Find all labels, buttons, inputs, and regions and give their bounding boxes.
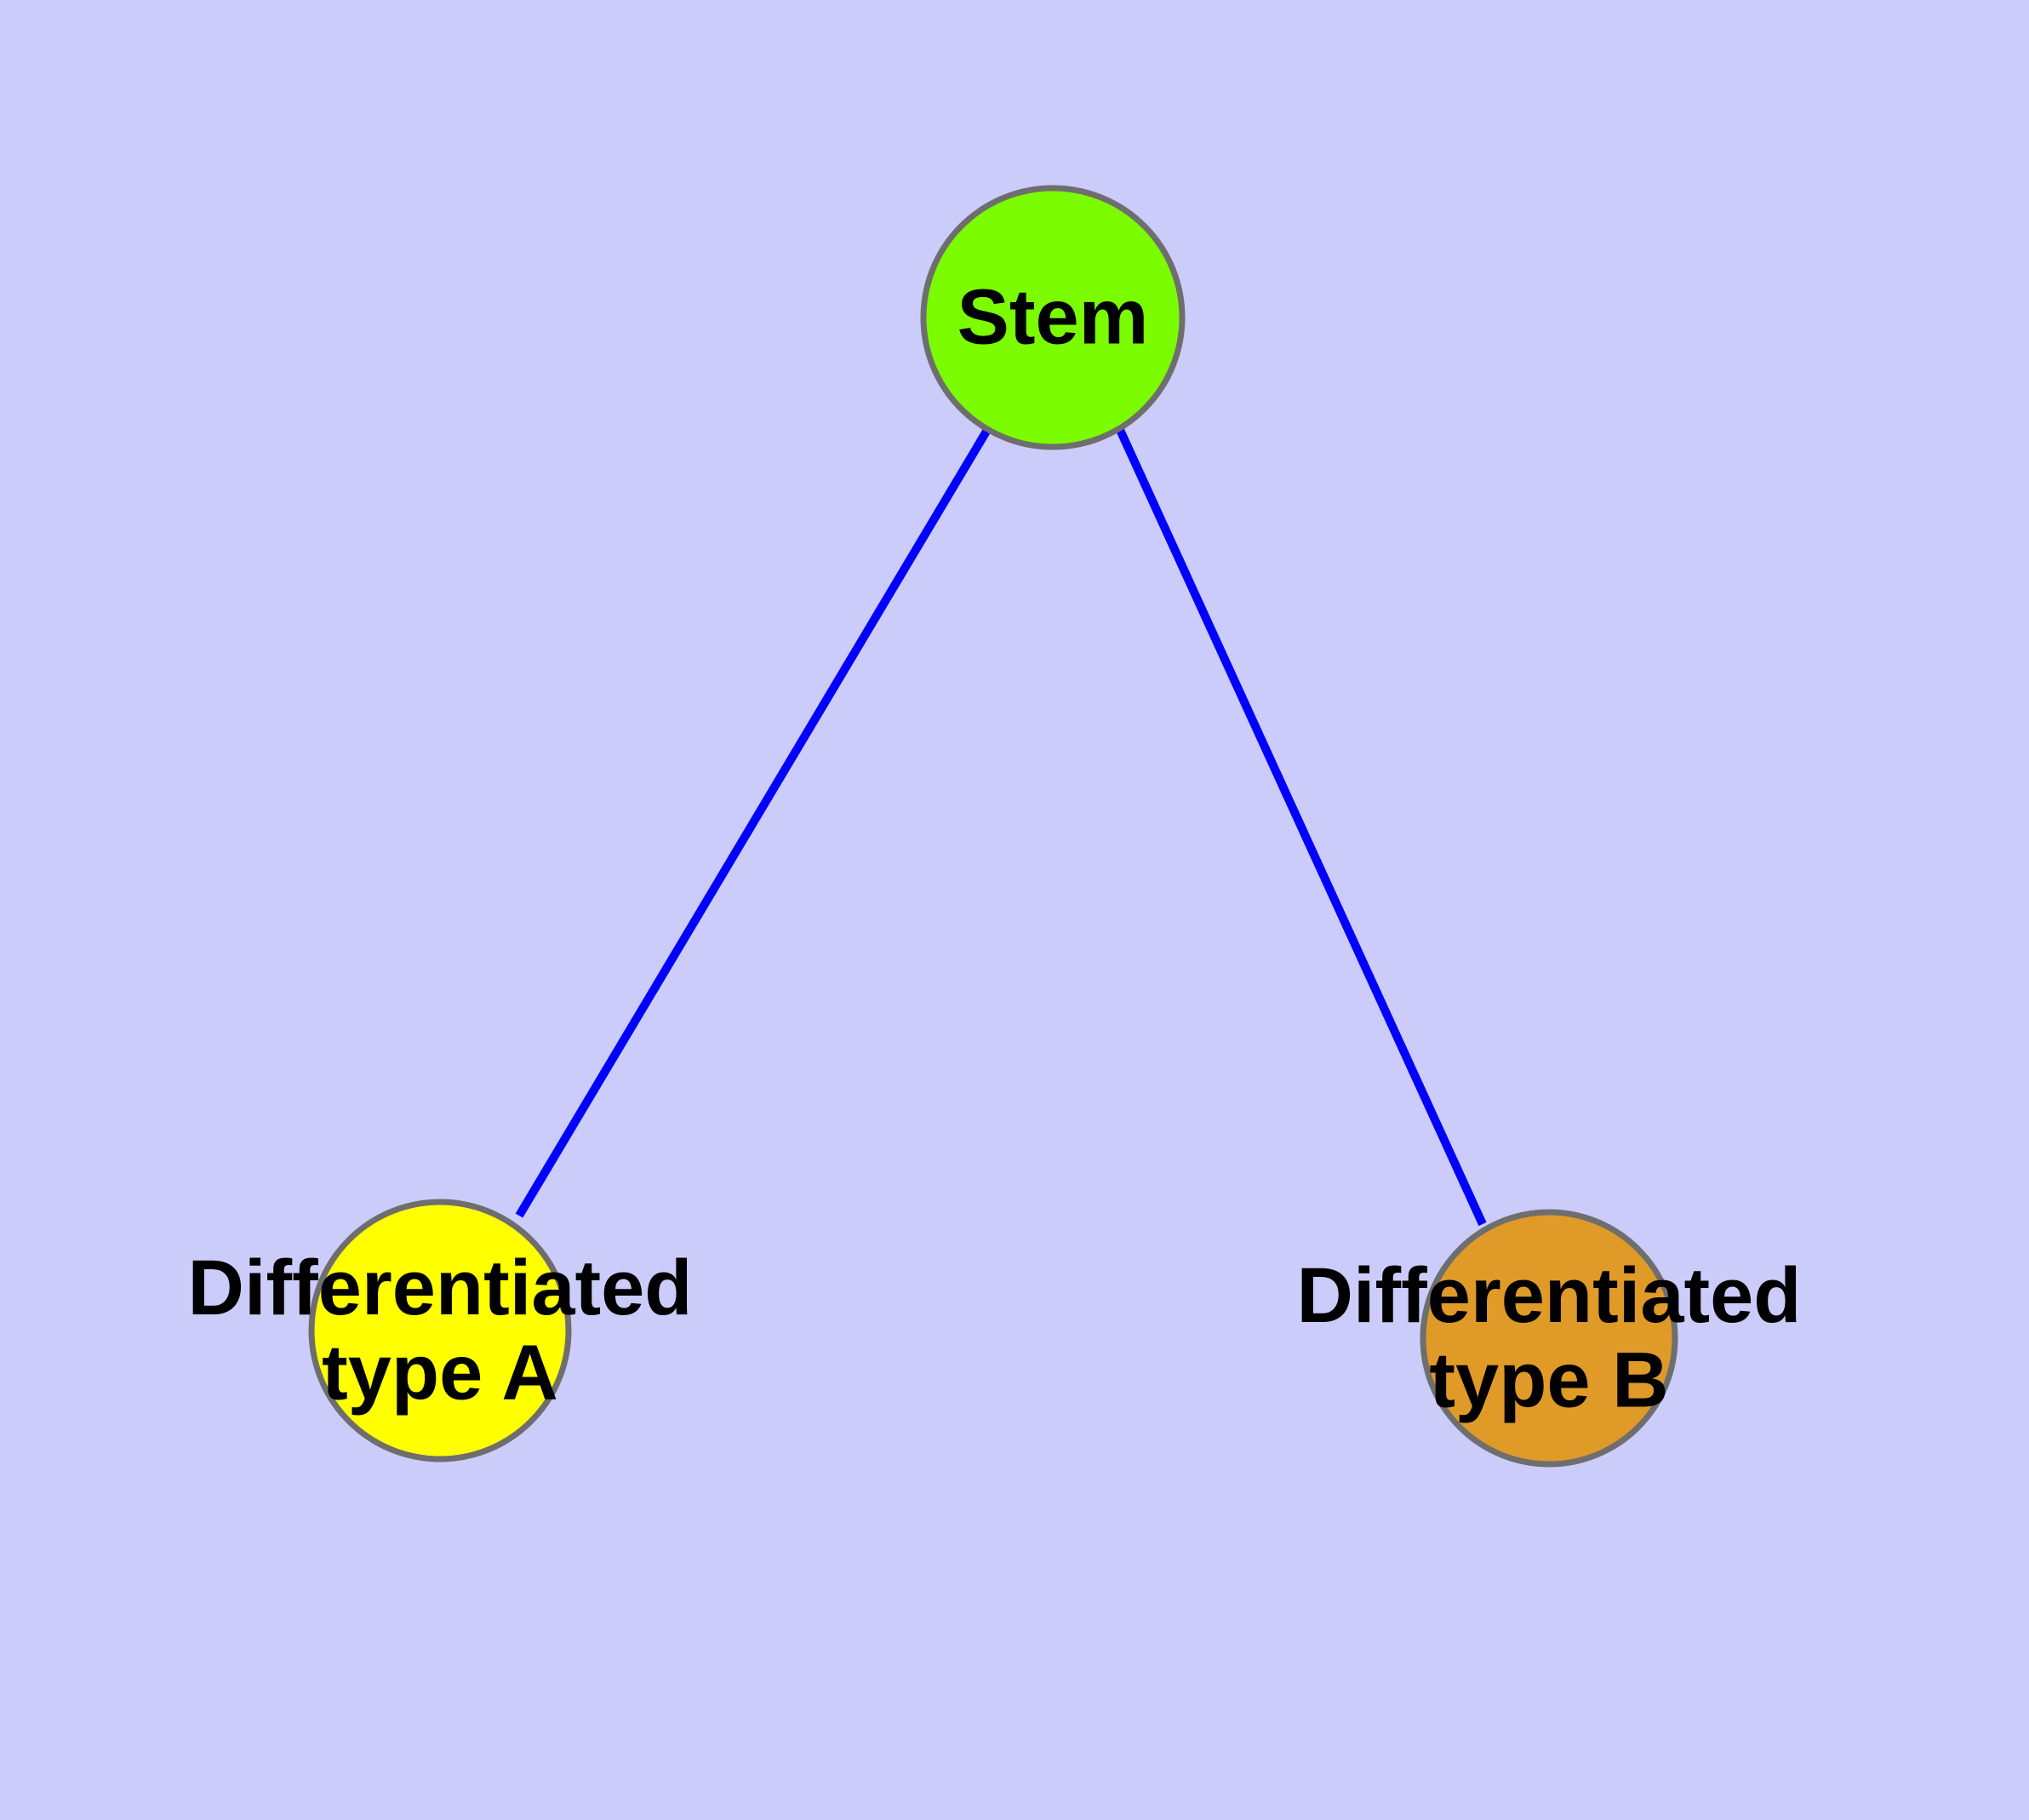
node-differentiated-type-a-circle[interactable] (308, 1199, 572, 1462)
edge-stem-to-differentiated-type-a[interactable] (515, 427, 992, 1218)
edge-layer (515, 427, 1487, 1227)
edge-stem-to-differentiated-type-b[interactable] (1116, 427, 1487, 1227)
node-differentiated-type-b-circle[interactable] (1420, 1209, 1678, 1468)
node-stem-circle[interactable] (920, 185, 1186, 450)
node-stem-label: Stem (957, 274, 1149, 361)
node-stem[interactable]: Stem (920, 185, 1186, 450)
